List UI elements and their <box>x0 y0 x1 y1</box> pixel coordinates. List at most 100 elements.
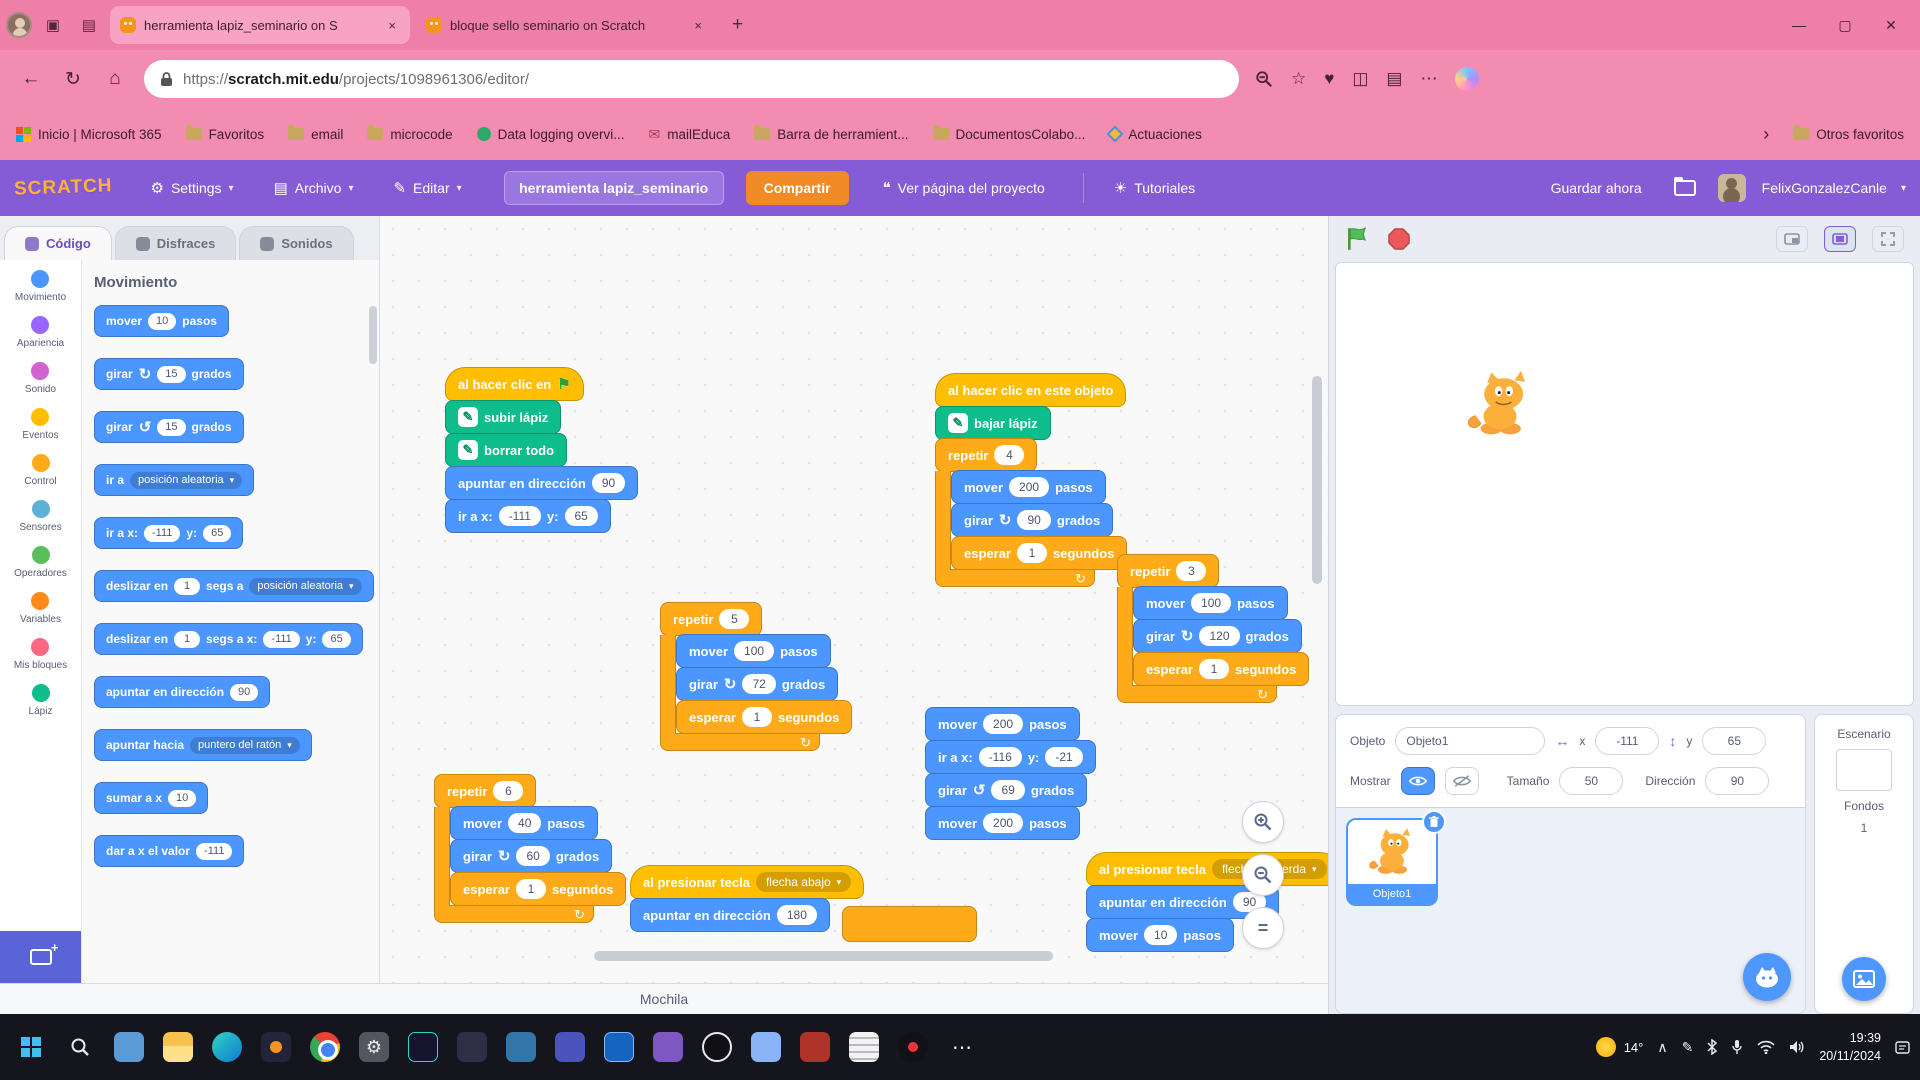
block-input[interactable]: 5 <box>719 609 750 629</box>
volume-icon[interactable] <box>1789 1040 1805 1054</box>
block-dropdown[interactable]: posición aleatoria▾ <box>249 577 362 595</box>
sprite-card-selected[interactable]: Objeto1 <box>1346 810 1446 906</box>
scratch-app-icon[interactable] <box>255 1026 297 1068</box>
block-input[interactable]: 4 <box>994 445 1025 465</box>
project-title-input[interactable]: herramienta lapiz_seminario <box>503 171 724 205</box>
maximize-button[interactable]: ▢ <box>1838 16 1852 33</box>
block-input[interactable]: 1 <box>515 879 546 899</box>
tray-chevron-up-icon[interactable]: ∧ <box>1657 1038 1668 1055</box>
teams-icon[interactable] <box>549 1026 591 1068</box>
category-variables[interactable]: Variables <box>20 592 61 625</box>
obs-icon[interactable] <box>696 1026 738 1068</box>
more-icon[interactable]: ⋯ <box>952 1036 972 1059</box>
refresh-icon[interactable]: ↻ <box>65 68 81 90</box>
save-now-button[interactable]: Guardar ahora <box>1550 180 1642 196</box>
category-movimiento[interactable]: Movimiento <box>15 270 66 303</box>
hat-block[interactable]: al hacer clic en este objeto <box>935 373 1127 407</box>
bookmark-item[interactable]: Actuaciones <box>1106 125 1202 143</box>
other-favorites[interactable]: Otros favoritos <box>1793 125 1904 142</box>
block-input[interactable]: 1 <box>741 707 772 727</box>
block-input[interactable]: -21 <box>1045 747 1083 767</box>
stack-block[interactable]: ✎subir lápiz <box>445 400 562 434</box>
bookmark-item[interactable]: Favoritos <box>185 125 264 142</box>
large-stage-button[interactable] <box>1824 226 1856 252</box>
block-input[interactable]: 200 <box>983 813 1024 833</box>
favorites-star-icon[interactable]: ☆ <box>1291 69 1307 88</box>
fullscreen-button[interactable] <box>1872 226 1904 252</box>
category-operadores[interactable]: Operadores <box>14 546 67 579</box>
bookmark-item[interactable]: DocumentosColabo... <box>932 125 1085 142</box>
browser-essentials-icon[interactable]: ♥ <box>1324 69 1335 88</box>
block-input[interactable]: -116 <box>978 747 1022 767</box>
file-explorer-icon[interactable] <box>157 1026 199 1068</box>
zoom-out-button[interactable] <box>1242 854 1284 896</box>
category-sensores[interactable]: Sensores <box>19 500 62 533</box>
games-app-icon[interactable] <box>794 1026 836 1068</box>
my-stuff-folder-icon[interactable] <box>1673 177 1696 196</box>
category-control[interactable]: Control <box>24 454 57 487</box>
tab-code[interactable]: Código <box>4 226 112 260</box>
canvas-horizontal-scrollbar[interactable] <box>594 951 1053 961</box>
block-dropdown[interactable]: flecha abajo▾ <box>755 872 852 892</box>
add-sprite-button[interactable] <box>1743 953 1791 1001</box>
delete-sprite-button[interactable] <box>1422 810 1446 834</box>
block-input[interactable]: -111 <box>196 842 233 860</box>
block-input[interactable]: 10 <box>1144 925 1178 945</box>
block-input[interactable]: 100 <box>1191 593 1232 613</box>
wifi-icon[interactable] <box>1757 1040 1775 1054</box>
block-dropdown[interactable]: puntero del ratón▾ <box>190 736 300 754</box>
block-input[interactable]: 1 <box>1198 659 1229 679</box>
block-input[interactable]: 10 <box>148 312 177 330</box>
pen-icon[interactable]: ✎ <box>1681 1038 1694 1055</box>
block-input[interactable]: 60 <box>516 846 550 866</box>
stack-block[interactable]: dar a x el valor-111 <box>94 835 245 867</box>
add-backdrop-button[interactable] <box>1842 957 1886 1001</box>
block-input[interactable]: 200 <box>983 714 1024 734</box>
share-button[interactable]: Compartir <box>745 171 849 205</box>
browser-tab-active[interactable]: herramienta lapiz_seminario on S × <box>110 6 410 44</box>
clock[interactable]: 19:39 20/11/2024 <box>1819 1029 1881 1065</box>
stop-button[interactable] <box>1387 227 1411 251</box>
close-button[interactable]: ✕ <box>1885 16 1897 33</box>
green-flag-button[interactable] <box>1345 226 1371 252</box>
script-stack[interactable]: al hacer clic en este objeto✎bajar lápiz… <box>935 373 1128 587</box>
edu-app-icon[interactable] <box>598 1026 640 1068</box>
block-input[interactable]: -111 <box>263 630 300 648</box>
settings-icon[interactable]: ⚙ <box>353 1026 395 1068</box>
block-input[interactable]: 1 <box>174 577 201 595</box>
backpack-bar[interactable]: Mochila <box>0 983 1328 1014</box>
task-view-icon[interactable] <box>108 1026 150 1068</box>
small-stage-button[interactable] <box>1776 226 1808 252</box>
script-stack[interactable]: al hacer clic en⚑✎subir lápiz✎borrar tod… <box>445 367 639 533</box>
cat-sprite[interactable] <box>1464 371 1536 437</box>
block-input[interactable]: 1 <box>174 630 201 648</box>
block-dropdown[interactable]: posición aleatoria▾ <box>130 471 243 489</box>
bookmarks-overflow-icon[interactable]: › <box>1763 123 1770 144</box>
bookmark-item[interactable]: email <box>288 125 343 142</box>
notifications-icon[interactable] <box>1895 1040 1910 1055</box>
chrome-icon[interactable] <box>304 1026 346 1068</box>
block-input[interactable]: 6 <box>493 781 524 801</box>
browser-profile-avatar[interactable] <box>6 12 32 38</box>
sprite-size-input[interactable]: 50 <box>1559 767 1624 795</box>
block-input[interactable]: -111 <box>498 506 541 526</box>
favorites-bar-icon[interactable]: ▤ <box>1386 69 1403 88</box>
stack-block[interactable]: ✎bajar lápiz <box>935 406 1051 440</box>
edge-icon[interactable] <box>206 1026 248 1068</box>
category-lápiz[interactable]: Lápiz <box>29 684 52 717</box>
home-icon[interactable]: ⌂ <box>109 68 121 89</box>
block-input[interactable]: 15 <box>157 365 186 383</box>
